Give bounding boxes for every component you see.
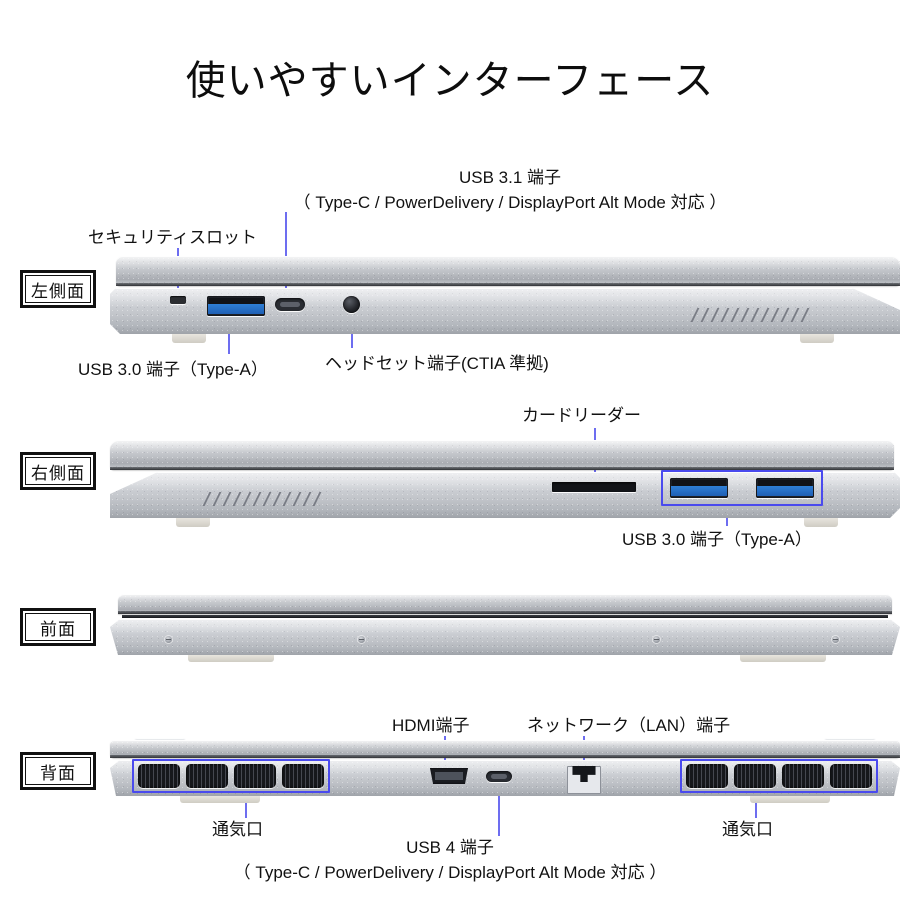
label-usb30-type-a-left: USB 3.0 端子（Type-A） [78, 360, 268, 379]
leader-vent-right [755, 790, 757, 818]
label-usb4: USB 4 端子 （ Type-C / PowerDelivery / Disp… [100, 836, 800, 885]
page-title: 使いやすいインターフェース [185, 59, 715, 103]
screw [653, 636, 660, 643]
vent-slits-right-view [202, 492, 326, 506]
screw [832, 636, 839, 643]
label-lan: ネットワーク（LAN）端子 [527, 716, 731, 735]
label-usb30-type-a-right: USB 3.0 端子（Type-A） [622, 530, 812, 549]
view-badge-front-label: 前面 [40, 619, 76, 639]
vent-slits-left-view [690, 308, 814, 322]
foot [804, 518, 838, 527]
foot [176, 518, 210, 527]
foot [188, 655, 274, 662]
foot [740, 655, 826, 662]
usb-a-port-right-1 [670, 478, 728, 498]
label-usb4-line2: （ Type-C / PowerDelivery / DisplayPort A… [233, 862, 667, 882]
label-vent-right: 通気口 [722, 820, 773, 839]
laptop-rear-view [110, 738, 900, 808]
label-usb31-line1: USB 3.1 端子 [458, 168, 562, 187]
vent-cell [282, 764, 324, 788]
vent-cell [734, 764, 776, 788]
view-badge-right-label: 右側面 [31, 463, 85, 483]
label-usb31-line2: （ Type-C / PowerDelivery / DisplayPort A… [293, 192, 727, 212]
lan-port [567, 766, 601, 794]
vent-cell [234, 764, 276, 788]
hdmi-port [430, 768, 468, 784]
card-reader-slot [552, 482, 636, 492]
foot [800, 334, 834, 343]
label-vent-left: 通気口 [212, 820, 263, 839]
headset-jack-port [343, 296, 360, 313]
laptop-lid [116, 256, 900, 286]
leader-usb4 [498, 782, 500, 836]
view-badge-rear: 背面 [20, 752, 96, 790]
label-headset: ヘッドセット端子(CTIA 準拠) [325, 354, 549, 373]
laptop-left-side-view [110, 256, 900, 346]
highlight-box-vent-left [132, 759, 330, 793]
highlight-box-vent-right [680, 759, 878, 793]
lid-seam [122, 615, 888, 618]
vent-cell [186, 764, 228, 788]
label-usb4-line1: USB 4 端子 [406, 838, 494, 857]
usb-a-port-left [207, 296, 265, 316]
label-security-slot: セキュリティスロット [88, 228, 257, 247]
view-badge-right: 右側面 [20, 452, 96, 490]
foot [180, 796, 260, 803]
vent-cell [686, 764, 728, 788]
vent-cell [138, 764, 180, 788]
screw [165, 636, 172, 643]
security-slot-port [170, 296, 186, 304]
foot [172, 334, 206, 343]
view-badge-front: 前面 [20, 608, 96, 646]
view-badge-left-label: 左側面 [31, 281, 85, 301]
laptop-lid [118, 594, 892, 614]
usb4-type-c-port [486, 771, 512, 782]
leader-usb30-left [228, 318, 230, 354]
usb-a-port-right-2 [756, 478, 814, 498]
view-badge-rear-label: 背面 [40, 763, 76, 783]
view-badge-left: 左側面 [20, 270, 96, 308]
laptop-base [110, 619, 900, 655]
label-usb31: USB 3.1 端子 （ Type-C / PowerDelivery / Di… [160, 166, 860, 215]
laptop-front-view [110, 594, 900, 670]
laptop-lid [110, 440, 894, 470]
label-card-reader: カードリーダー [522, 406, 641, 425]
vent-cell [782, 764, 824, 788]
usb-c-port-left [275, 298, 305, 311]
foot [750, 796, 830, 803]
screw [358, 636, 365, 643]
highlight-box-usb30-right [661, 470, 823, 506]
laptop-right-side-view [110, 440, 900, 530]
leader-usb31 [285, 212, 287, 294]
label-hdmi: HDMI端子 [392, 716, 470, 735]
vent-cell [830, 764, 872, 788]
leader-vent-left [245, 790, 247, 818]
laptop-lid-rear-strip [110, 740, 900, 758]
